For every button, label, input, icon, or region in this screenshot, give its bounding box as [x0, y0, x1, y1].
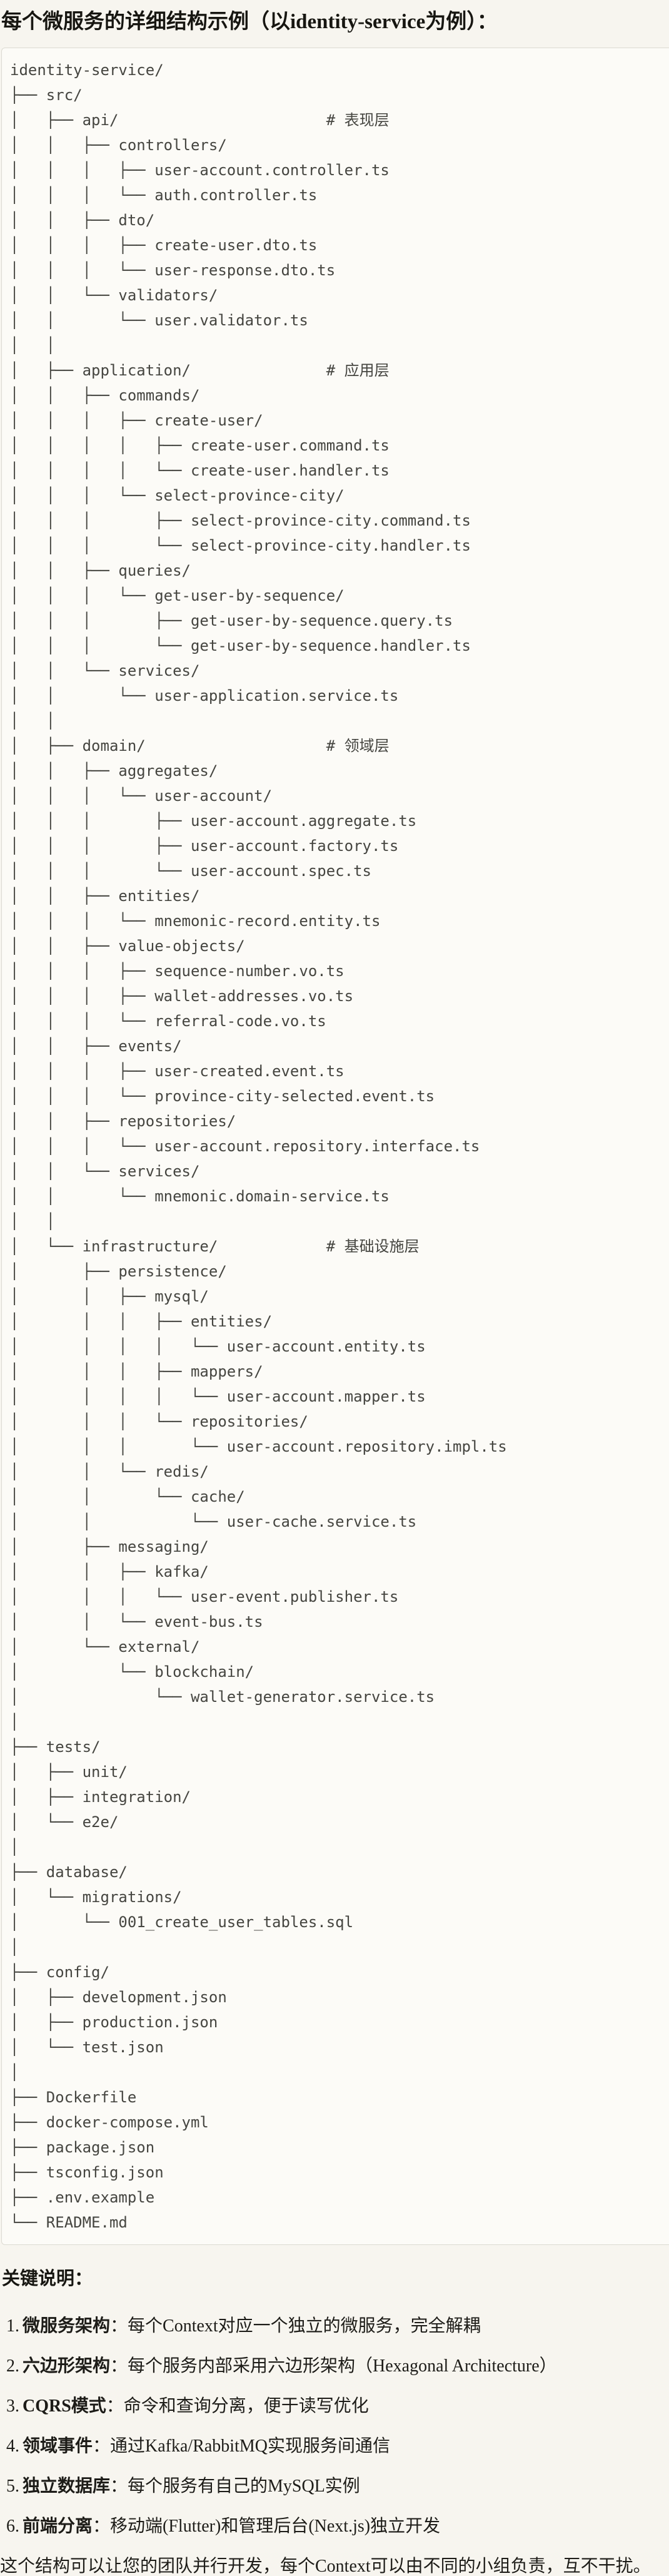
note-number: 1. [6, 2316, 19, 2336]
note-label: 独立数据库 [23, 2476, 111, 2496]
note-number: 6. [6, 2516, 19, 2536]
notes-heading: 关键说明： [2, 2268, 93, 2289]
note-item: 6.前端分离：移动端(Flutter)和管理后台(Next.js)独立开发 [0, 2513, 669, 2540]
note-label: 微服务架构 [23, 2316, 111, 2336]
note-label: CQRS模式 [23, 2396, 106, 2416]
note-label: 六边形架构 [23, 2356, 111, 2376]
note-text: ：通过Kafka/RabbitMQ实现服务间通信 [93, 2436, 390, 2456]
note-item: 1.微服务架构：每个Context对应一个独立的微服务，完全解耦 [0, 2313, 669, 2339]
code-block: identity-service/ ├── src/ │ ├── api/ # … [1, 47, 669, 2245]
page-title: 每个微服务的详细结构示例（以identity-service为例）： [1, 11, 498, 33]
note-number: 5. [6, 2476, 19, 2496]
note-text: ：移动端(Flutter)和管理后台(Next.js)独立开发 [93, 2516, 441, 2536]
closing-paragraph: 这个结构可以让您的团队并行开发，每个Context可以由不同的小组负责，互不干扰… [0, 2556, 651, 2576]
note-label: 领域事件 [23, 2436, 93, 2456]
note-number: 2. [6, 2356, 19, 2376]
note-text: ：每个Context对应一个独立的微服务，完全解耦 [110, 2316, 481, 2336]
note-item: 3.CQRS模式：命令和查询分离，便于读写优化 [0, 2393, 669, 2420]
note-item: 2.六边形架构：每个服务内部采用六边形架构（Hexagonal Architec… [0, 2353, 669, 2380]
note-label: 前端分离 [23, 2516, 93, 2536]
note-number: 4. [6, 2436, 19, 2456]
note-item: 5.独立数据库：每个服务有自己的MySQL实例 [0, 2473, 669, 2500]
notes-list: 1.微服务架构：每个Context对应一个独立的微服务，完全解耦 2.六边形架构… [0, 2313, 669, 2540]
note-item: 4.领域事件：通过Kafka/RabbitMQ实现服务间通信 [0, 2433, 669, 2460]
note-number: 3. [6, 2396, 19, 2416]
directory-tree: identity-service/ ├── src/ │ ├── api/ # … [10, 61, 507, 2231]
note-text: ：命令和查询分离，便于读写优化 [106, 2396, 369, 2416]
note-text: ：每个服务有自己的MySQL实例 [110, 2476, 360, 2496]
note-text: ：每个服务内部采用六边形架构（Hexagonal Architecture） [110, 2356, 557, 2376]
